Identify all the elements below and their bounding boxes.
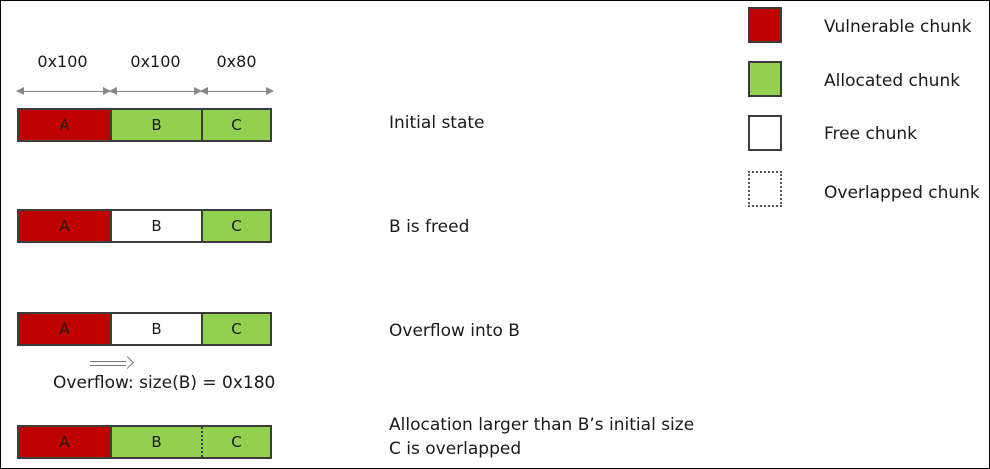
chunk-bar-overflow: A B C bbox=[17, 312, 272, 346]
chunk-bar-initial: A B C bbox=[17, 108, 272, 142]
size-label-c: 0x80 bbox=[216, 52, 257, 71]
dimension-arrow-c bbox=[200, 87, 274, 95]
chunk-a: A bbox=[19, 314, 110, 344]
step-label-overlapped: Allocation larger than B’s initial size … bbox=[389, 413, 694, 461]
chunk-c: C bbox=[201, 211, 270, 241]
step-label-line2: C is overlapped bbox=[389, 439, 522, 459]
legend-swatch-vulnerable bbox=[748, 7, 782, 43]
step-label-initial: Initial state bbox=[389, 113, 485, 133]
overflow-note: Overflow: size(B) = 0x180 bbox=[53, 373, 276, 393]
chunk-a: A bbox=[19, 427, 110, 457]
arrow-left-icon bbox=[16, 87, 24, 95]
dimension-arrow-b bbox=[109, 87, 202, 95]
size-label-a: 0x100 bbox=[37, 52, 88, 71]
chunk-b: B bbox=[110, 110, 201, 140]
legend-swatch-free bbox=[748, 115, 782, 151]
legend-label-overlapped: Overlapped chunk bbox=[824, 183, 980, 203]
step-label-line1: Allocation larger than B’s initial size bbox=[389, 415, 695, 435]
legend-swatch-overlapped bbox=[748, 171, 782, 207]
arrow-right-icon bbox=[194, 87, 202, 95]
overflow-arrow-icon bbox=[90, 356, 134, 369]
chunk-c: C bbox=[201, 314, 270, 344]
chunk-c: C bbox=[201, 427, 270, 457]
chunk-bar-freed: A B C bbox=[17, 209, 272, 243]
legend-label-free: Free chunk bbox=[824, 124, 917, 144]
chunk-a: A bbox=[19, 211, 110, 241]
step-label-freed: B is freed bbox=[389, 217, 470, 237]
arrow-left-icon bbox=[200, 87, 208, 95]
arrow-right-icon bbox=[266, 87, 274, 95]
chunk-c: C bbox=[201, 110, 270, 140]
arrow-left-icon bbox=[109, 87, 117, 95]
legend-swatch-allocated bbox=[748, 61, 782, 97]
chunk-b: B bbox=[110, 211, 201, 241]
arrow-right-icon bbox=[103, 87, 111, 95]
chunk-b: B bbox=[110, 314, 201, 344]
step-label-overflow: Overflow into B bbox=[389, 321, 520, 341]
size-label-b: 0x100 bbox=[130, 52, 181, 71]
legend-label-vulnerable: Vulnerable chunk bbox=[824, 17, 972, 37]
chunk-bar-overlapped: A B C bbox=[17, 425, 272, 459]
chunk-a: A bbox=[19, 110, 110, 140]
dimension-arrow-a bbox=[16, 87, 111, 95]
legend-label-allocated: Allocated chunk bbox=[824, 71, 961, 91]
chunk-b: B bbox=[110, 427, 201, 457]
